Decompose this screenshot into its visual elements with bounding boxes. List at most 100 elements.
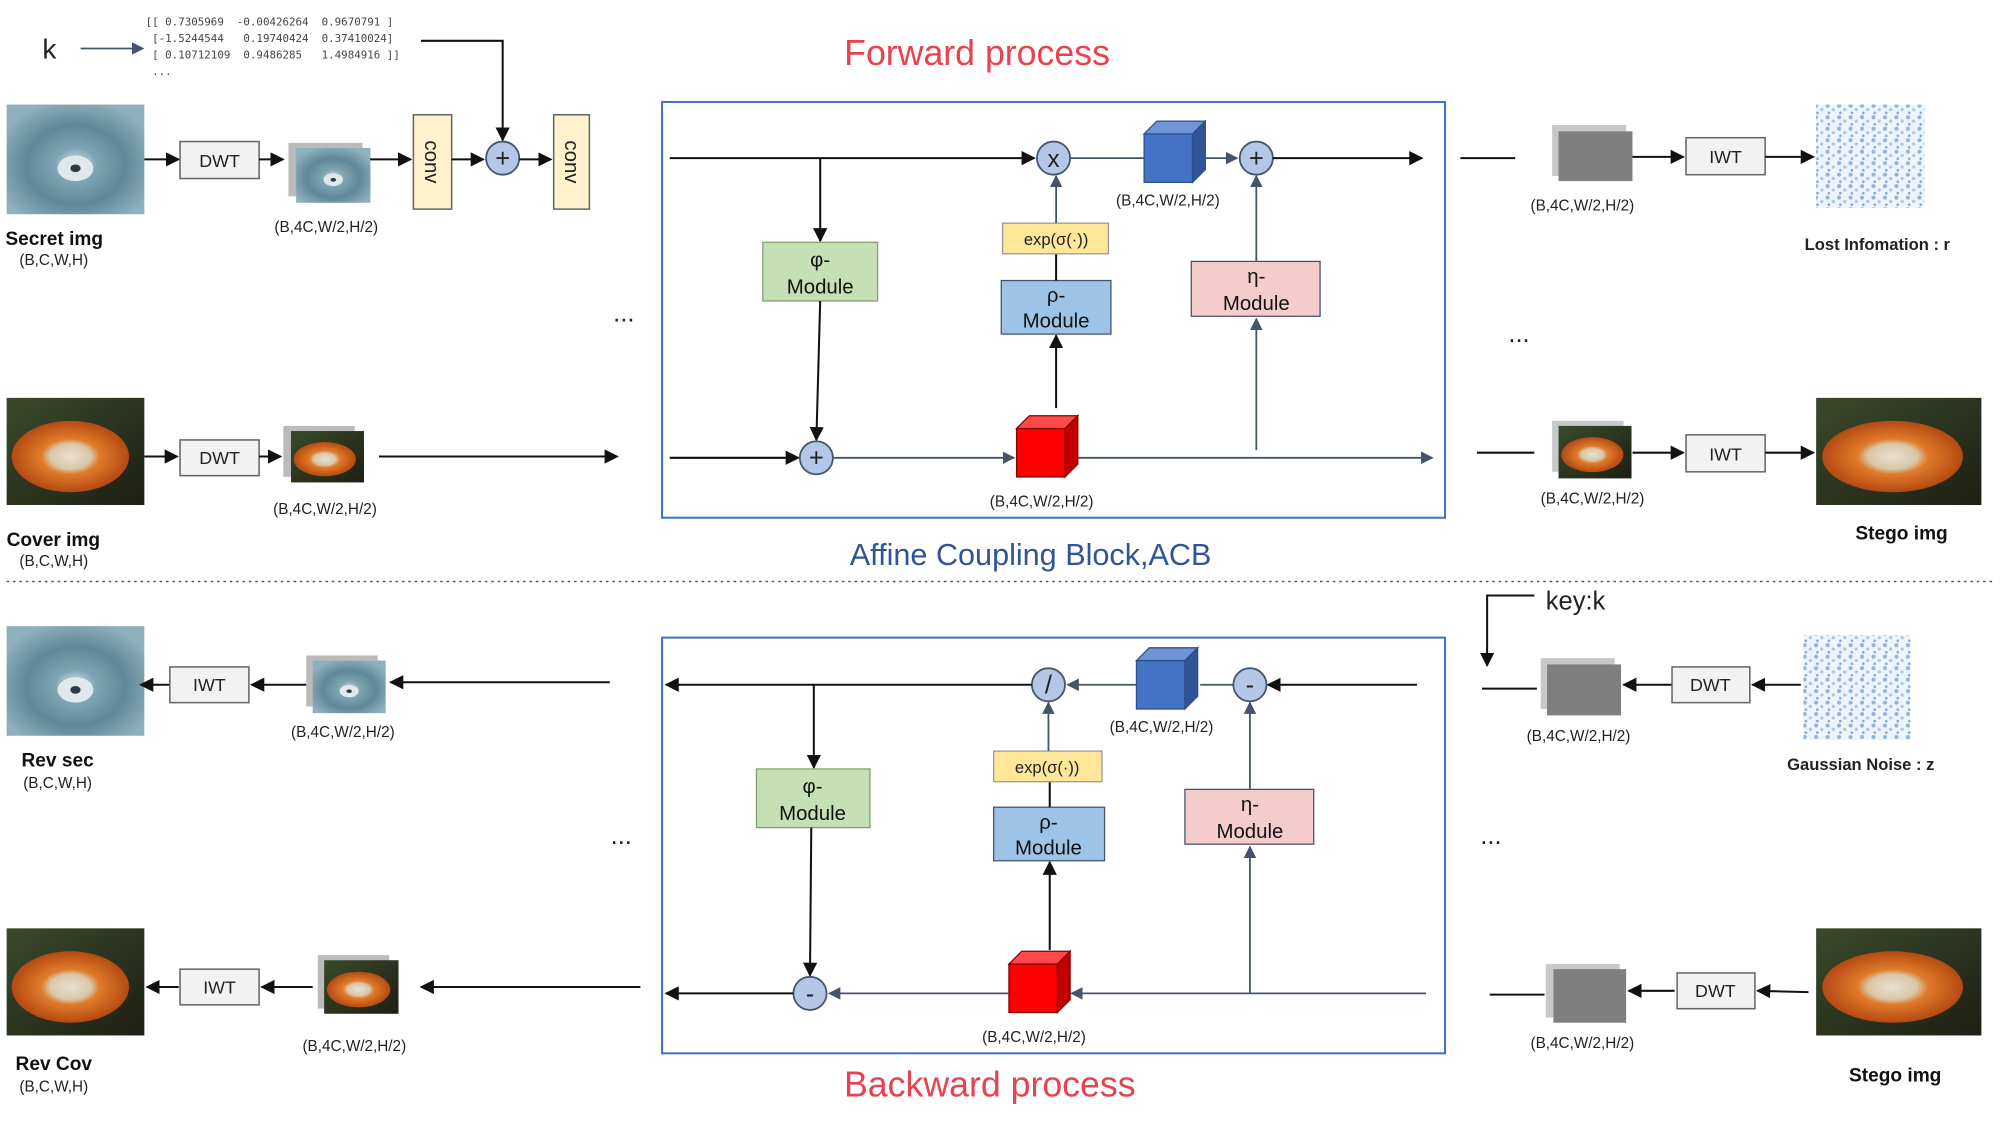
iwt-box-lost: [1685, 136, 1766, 176]
phi-module-forward: [762, 241, 879, 302]
ellipsis: ...: [1480, 822, 1501, 850]
shape-label: (B,4C,W/2,H/2): [1527, 728, 1631, 745]
iwt-label: IWT: [1709, 444, 1742, 464]
plus-label: +: [1249, 145, 1264, 173]
rho-module-forward: [1000, 279, 1112, 335]
shape-label: (B,4C,W/2,H/2): [291, 724, 395, 741]
lost-info-label: Lost Infomation : r: [1805, 235, 1951, 254]
eta-label: η-: [1241, 794, 1259, 816]
arrow: [809, 300, 824, 442]
iwt-label: IWT: [193, 675, 226, 695]
secret-thumbnail: [296, 147, 371, 203]
dwt-label: DWT: [199, 448, 240, 468]
rev-cov-thumbnail: [324, 960, 399, 1014]
eta-label: η-: [1247, 266, 1265, 288]
dwt-label: DWT: [1695, 981, 1736, 1001]
iwt-box-rev-cov: [179, 968, 260, 1006]
eta-label: Module: [1216, 821, 1283, 843]
minus-label: -: [806, 980, 815, 1008]
iwt-box-rev-sec: [169, 666, 250, 704]
dwt-box-stego: [1676, 972, 1756, 1010]
conv-label: conv: [420, 140, 442, 184]
phi-label: Module: [779, 803, 846, 825]
multiply-label: x: [1048, 146, 1060, 173]
iwt-box-stego: [1685, 434, 1766, 473]
stego-dwt-block: [1553, 969, 1627, 1023]
conv-box-1: [412, 114, 453, 210]
stego-img-label-backward: Stego img: [1849, 1065, 1941, 1086]
exp-box-backward: [992, 750, 1103, 783]
ellipsis: ...: [613, 299, 634, 327]
shape-label: (B,4C,W/2,H/2): [274, 219, 378, 236]
revealed-cover-image: [6, 928, 145, 1036]
rev-cov-shape: (B,C,W,H): [19, 1079, 88, 1096]
shape-label: (B,4C,W/2,H/2): [273, 501, 377, 518]
red-cube-backward: [1008, 950, 1071, 1014]
phi-label: φ-: [803, 776, 823, 798]
shape-label: (B,4C,W/2,H/2): [1530, 197, 1634, 214]
blue-cube-backward: [1135, 647, 1199, 710]
key-to-plus-arrow: [421, 39, 510, 142]
dwt-label: DWT: [199, 151, 240, 171]
add-op-key: [485, 140, 521, 176]
key-matrix-ellipsis: ...: [146, 65, 172, 78]
rho-label: ρ-: [1047, 285, 1065, 307]
divide-label: /: [1045, 672, 1053, 700]
arrow: [802, 827, 818, 977]
shape-label: (B,4C,W/2,H/2): [1116, 192, 1220, 209]
phi-module-backward: [755, 768, 871, 829]
dwt-label: DWT: [1690, 675, 1731, 695]
stego-image-backward: [1816, 928, 1982, 1036]
acb-backward-box: [661, 636, 1447, 1055]
key-k-label-backward: key:k: [1546, 588, 1606, 616]
dwt-box-cover: [179, 439, 260, 477]
cover-image: [6, 397, 145, 505]
shape-label: (B,4C,W/2,H/2): [302, 1038, 406, 1055]
cover-img-shape: (B,C,W,H): [19, 553, 88, 570]
gaussian-noise-label: Gaussian Noise : z: [1787, 755, 1934, 774]
dwt-box-noise: [1671, 666, 1751, 704]
blue-cube-forward: [1143, 120, 1206, 183]
iwt-label: IWT: [1709, 147, 1742, 167]
key-k-label: k: [42, 34, 57, 65]
acb-title: Affine Coupling Block,ACB: [850, 538, 1212, 572]
lost-information-noise-image: [1816, 104, 1925, 208]
acb-forward-box: [661, 100, 1447, 519]
backward-process-title: Backward process: [844, 1065, 1136, 1105]
iwt-label: IWT: [203, 977, 236, 997]
rho-label: ρ-: [1039, 812, 1057, 834]
exp-label: exp(σ(·)): [1015, 758, 1080, 777]
secret-img-label: Secret img: [5, 229, 103, 250]
rev-sec-thumbnail: [312, 660, 386, 714]
shape-label: (B,4C,W/2,H/2): [990, 493, 1094, 510]
red-cube-forward: [1015, 415, 1079, 478]
minus-label: -: [1246, 672, 1255, 700]
rev-sec-label: Rev sec: [22, 750, 95, 771]
cover-img-label: Cover img: [7, 530, 100, 551]
key-arrow-backward: [1479, 594, 1535, 668]
shape-label: (B,4C,W/2,H/2): [982, 1029, 1086, 1046]
dwt-box-secret: [179, 140, 260, 180]
divide-op: [1030, 667, 1066, 703]
subtract-op-eta: [1232, 667, 1268, 703]
shape-label: (B,4C,W/2,H/2): [1110, 719, 1214, 736]
rev-cov-label: Rev Cov: [16, 1054, 93, 1075]
cover-thumbnail: [290, 431, 364, 483]
plus-label: +: [809, 445, 824, 473]
stego-image: [1816, 397, 1982, 505]
phi-label: φ-: [810, 250, 830, 272]
revealed-secret-image: [6, 626, 145, 736]
ellipsis: ...: [1508, 320, 1529, 348]
key-matrix-row-2: [-1.5244544 0.19740424 0.37410024]: [146, 32, 394, 45]
ellipsis: ...: [611, 822, 632, 850]
key-matrix-row-1: [[ 0.7305969 -0.00426264 0.9670791 ]: [146, 16, 394, 29]
stego-img-label: Stego img: [1855, 523, 1947, 544]
rho-label: Module: [1023, 311, 1090, 333]
gaussian-noise-image: [1803, 635, 1911, 740]
plus-label: +: [495, 145, 510, 173]
rho-module-backward: [992, 806, 1106, 862]
exp-box-forward: [1001, 222, 1110, 255]
shape-label: (B,4C,W/2,H/2): [1530, 1035, 1634, 1052]
